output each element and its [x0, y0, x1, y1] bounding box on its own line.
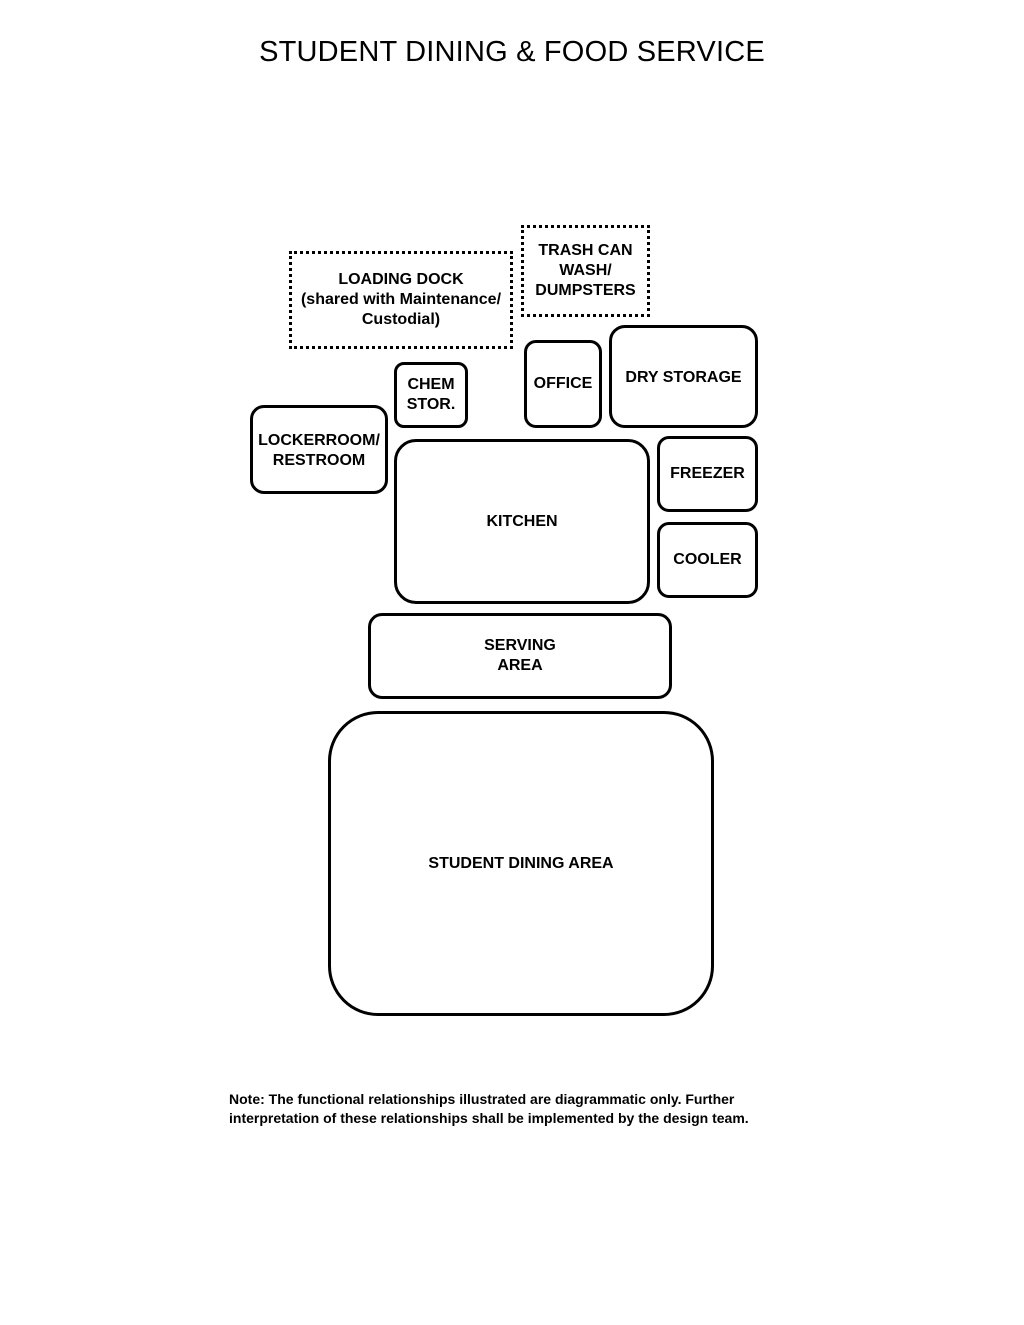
office-room: OFFICE	[524, 340, 602, 428]
trash-can-wash-zone: TRASH CAN WASH/ DUMPSTERS	[521, 225, 650, 317]
page-title: STUDENT DINING & FOOD SERVICE	[259, 36, 765, 68]
kitchen-room: KITCHEN	[394, 439, 650, 604]
cooler-room: COOLER	[657, 522, 758, 598]
dry-storage-room: DRY STORAGE	[609, 325, 758, 428]
freezer-room: FREEZER	[657, 436, 758, 512]
serving-area-room: SERVING AREA	[368, 613, 672, 699]
diagram-note: Note: The functional relationships illus…	[229, 1091, 749, 1126]
loading-dock-zone: LOADING DOCK (shared with Maintenance/ C…	[289, 251, 513, 349]
lockerroom-restroom: LOCKERROOM/ RESTROOM	[250, 405, 388, 494]
chem-storage-room: CHEM STOR.	[394, 362, 468, 428]
student-dining-area-room: STUDENT DINING AREA	[328, 711, 714, 1016]
